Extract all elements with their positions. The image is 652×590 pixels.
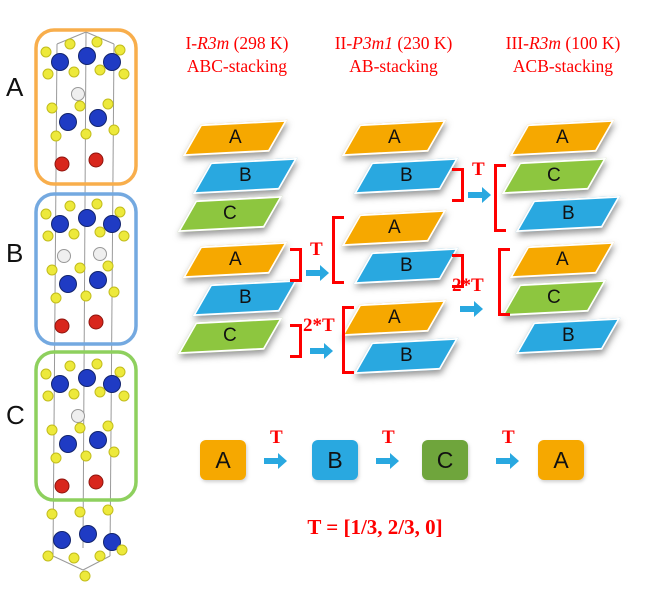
crystal-label-a: A	[6, 72, 24, 102]
phase1-title: I-R3m (298 K)	[185, 33, 289, 53]
layer-label: A	[387, 307, 401, 328]
transform-2t-label: 2*T	[303, 315, 335, 336]
layer-label: C	[547, 165, 561, 187]
phase2-stacking-label: AB-stacking	[349, 55, 438, 76]
stack-acb: A C B A C B	[501, 119, 632, 372]
layer-label: A	[228, 127, 242, 148]
phase2-header: II-P3m1 (230 K) AB-stacking	[316, 32, 471, 78]
layer-label: B	[561, 325, 575, 346]
layer-label: B	[399, 345, 413, 366]
bracket-open-icon	[494, 164, 506, 232]
layer-label: B	[238, 287, 252, 308]
phase3-stacking-label: ACB-stacking	[512, 55, 614, 76]
phase1-stacking-label: ABC-stacking	[186, 55, 288, 76]
layer-label: B	[561, 203, 575, 224]
layer-label: B	[399, 255, 413, 276]
right-arrow-icon	[264, 453, 287, 469]
legend-label: C	[436, 446, 454, 473]
right-arrow-icon	[306, 265, 329, 281]
crystal-label-c: C	[6, 400, 25, 430]
layer-label: A	[555, 127, 569, 148]
stack1-layer-2: B	[192, 157, 298, 195]
stack1-layer-6: C	[177, 317, 283, 355]
layer-label: B	[238, 165, 252, 186]
stack1-layer-4: A	[182, 241, 288, 279]
atoms-bottom-cluster	[42, 504, 128, 582]
phase3-title: III-R3m (100 K)	[505, 33, 621, 53]
legend-t-label: T	[382, 427, 395, 448]
layer-label: C	[223, 325, 237, 347]
phase2-title: II-P3m1 (230 K)	[334, 33, 453, 53]
crystal-structure-illustration: A B C	[6, 28, 138, 582]
crystal-label-b: B	[6, 238, 23, 268]
layer-label: B	[399, 165, 413, 186]
legend-t-label: T	[502, 427, 515, 448]
legend-box-b: B	[312, 440, 358, 480]
bracket-close-icon	[290, 248, 302, 282]
layer-label: A	[387, 127, 401, 148]
stack3-layer-2: C	[501, 157, 607, 195]
legend-label: A	[553, 446, 569, 473]
bracket-open-icon	[332, 216, 344, 284]
phase3-header: III-R3m (100 K) ACB-stacking	[474, 32, 652, 78]
legend-box-a2: A	[538, 440, 584, 480]
stack2-layer-1: A	[341, 119, 447, 157]
stack3-layer-1: A	[509, 119, 615, 157]
right-arrow-icon	[376, 453, 399, 469]
transform-2t-label: 2*T	[452, 275, 484, 296]
layer-label: C	[223, 203, 237, 225]
layer-A-highlight-box	[34, 28, 138, 186]
stack2-layer-3: A	[341, 209, 447, 247]
stack2-layer-4: B	[353, 247, 459, 285]
layer-label: A	[387, 217, 401, 238]
phase1-header: I-R3m (298 K) ABC-stacking	[162, 32, 312, 78]
legend-label: B	[327, 446, 343, 473]
stack1-layer-3: C	[177, 195, 283, 233]
right-arrow-icon	[460, 301, 483, 317]
transform-t-label: T	[472, 159, 485, 180]
layer-label: A	[555, 249, 569, 270]
translation-vector-formula: T = [1/3, 2/3, 0]	[307, 515, 443, 539]
stack-ab: A B A B A B	[341, 119, 472, 375]
layer-label: A	[228, 249, 242, 270]
stack1-layer-5: B	[192, 279, 298, 317]
stack3-layer-5: C	[501, 279, 607, 317]
right-arrow-icon	[496, 453, 519, 469]
bracket-open-icon	[498, 248, 510, 316]
legend-box-a: A	[200, 440, 246, 480]
bracket-close-icon	[452, 254, 464, 288]
stack3-layer-6: B	[515, 317, 621, 355]
layer-C-highlight-box	[34, 350, 138, 502]
layer-label: C	[547, 287, 561, 309]
legend-label: A	[215, 446, 231, 473]
stack2-layer-5: A	[341, 299, 447, 337]
stack2-layer-2: B	[353, 157, 459, 195]
transform-t-label: T	[310, 239, 323, 260]
legend-box-c: C	[422, 440, 468, 480]
stack3-layer-3: B	[515, 195, 621, 233]
stack1-layer-1: A	[182, 119, 288, 157]
atoms-block-c	[40, 358, 130, 494]
layer-B-highlight-box	[34, 192, 138, 346]
atoms-block-a	[40, 36, 130, 172]
right-arrow-icon	[310, 343, 333, 359]
atoms-block-b	[40, 198, 130, 334]
bracket-close-icon	[452, 168, 464, 202]
stack3-layer-4: A	[509, 241, 615, 279]
bracket-open-icon	[342, 306, 354, 374]
right-arrow-icon	[468, 187, 491, 203]
legend-t-label: T	[270, 427, 283, 448]
stack2-layer-6: B	[353, 337, 459, 375]
bracket-close-icon	[290, 324, 302, 358]
